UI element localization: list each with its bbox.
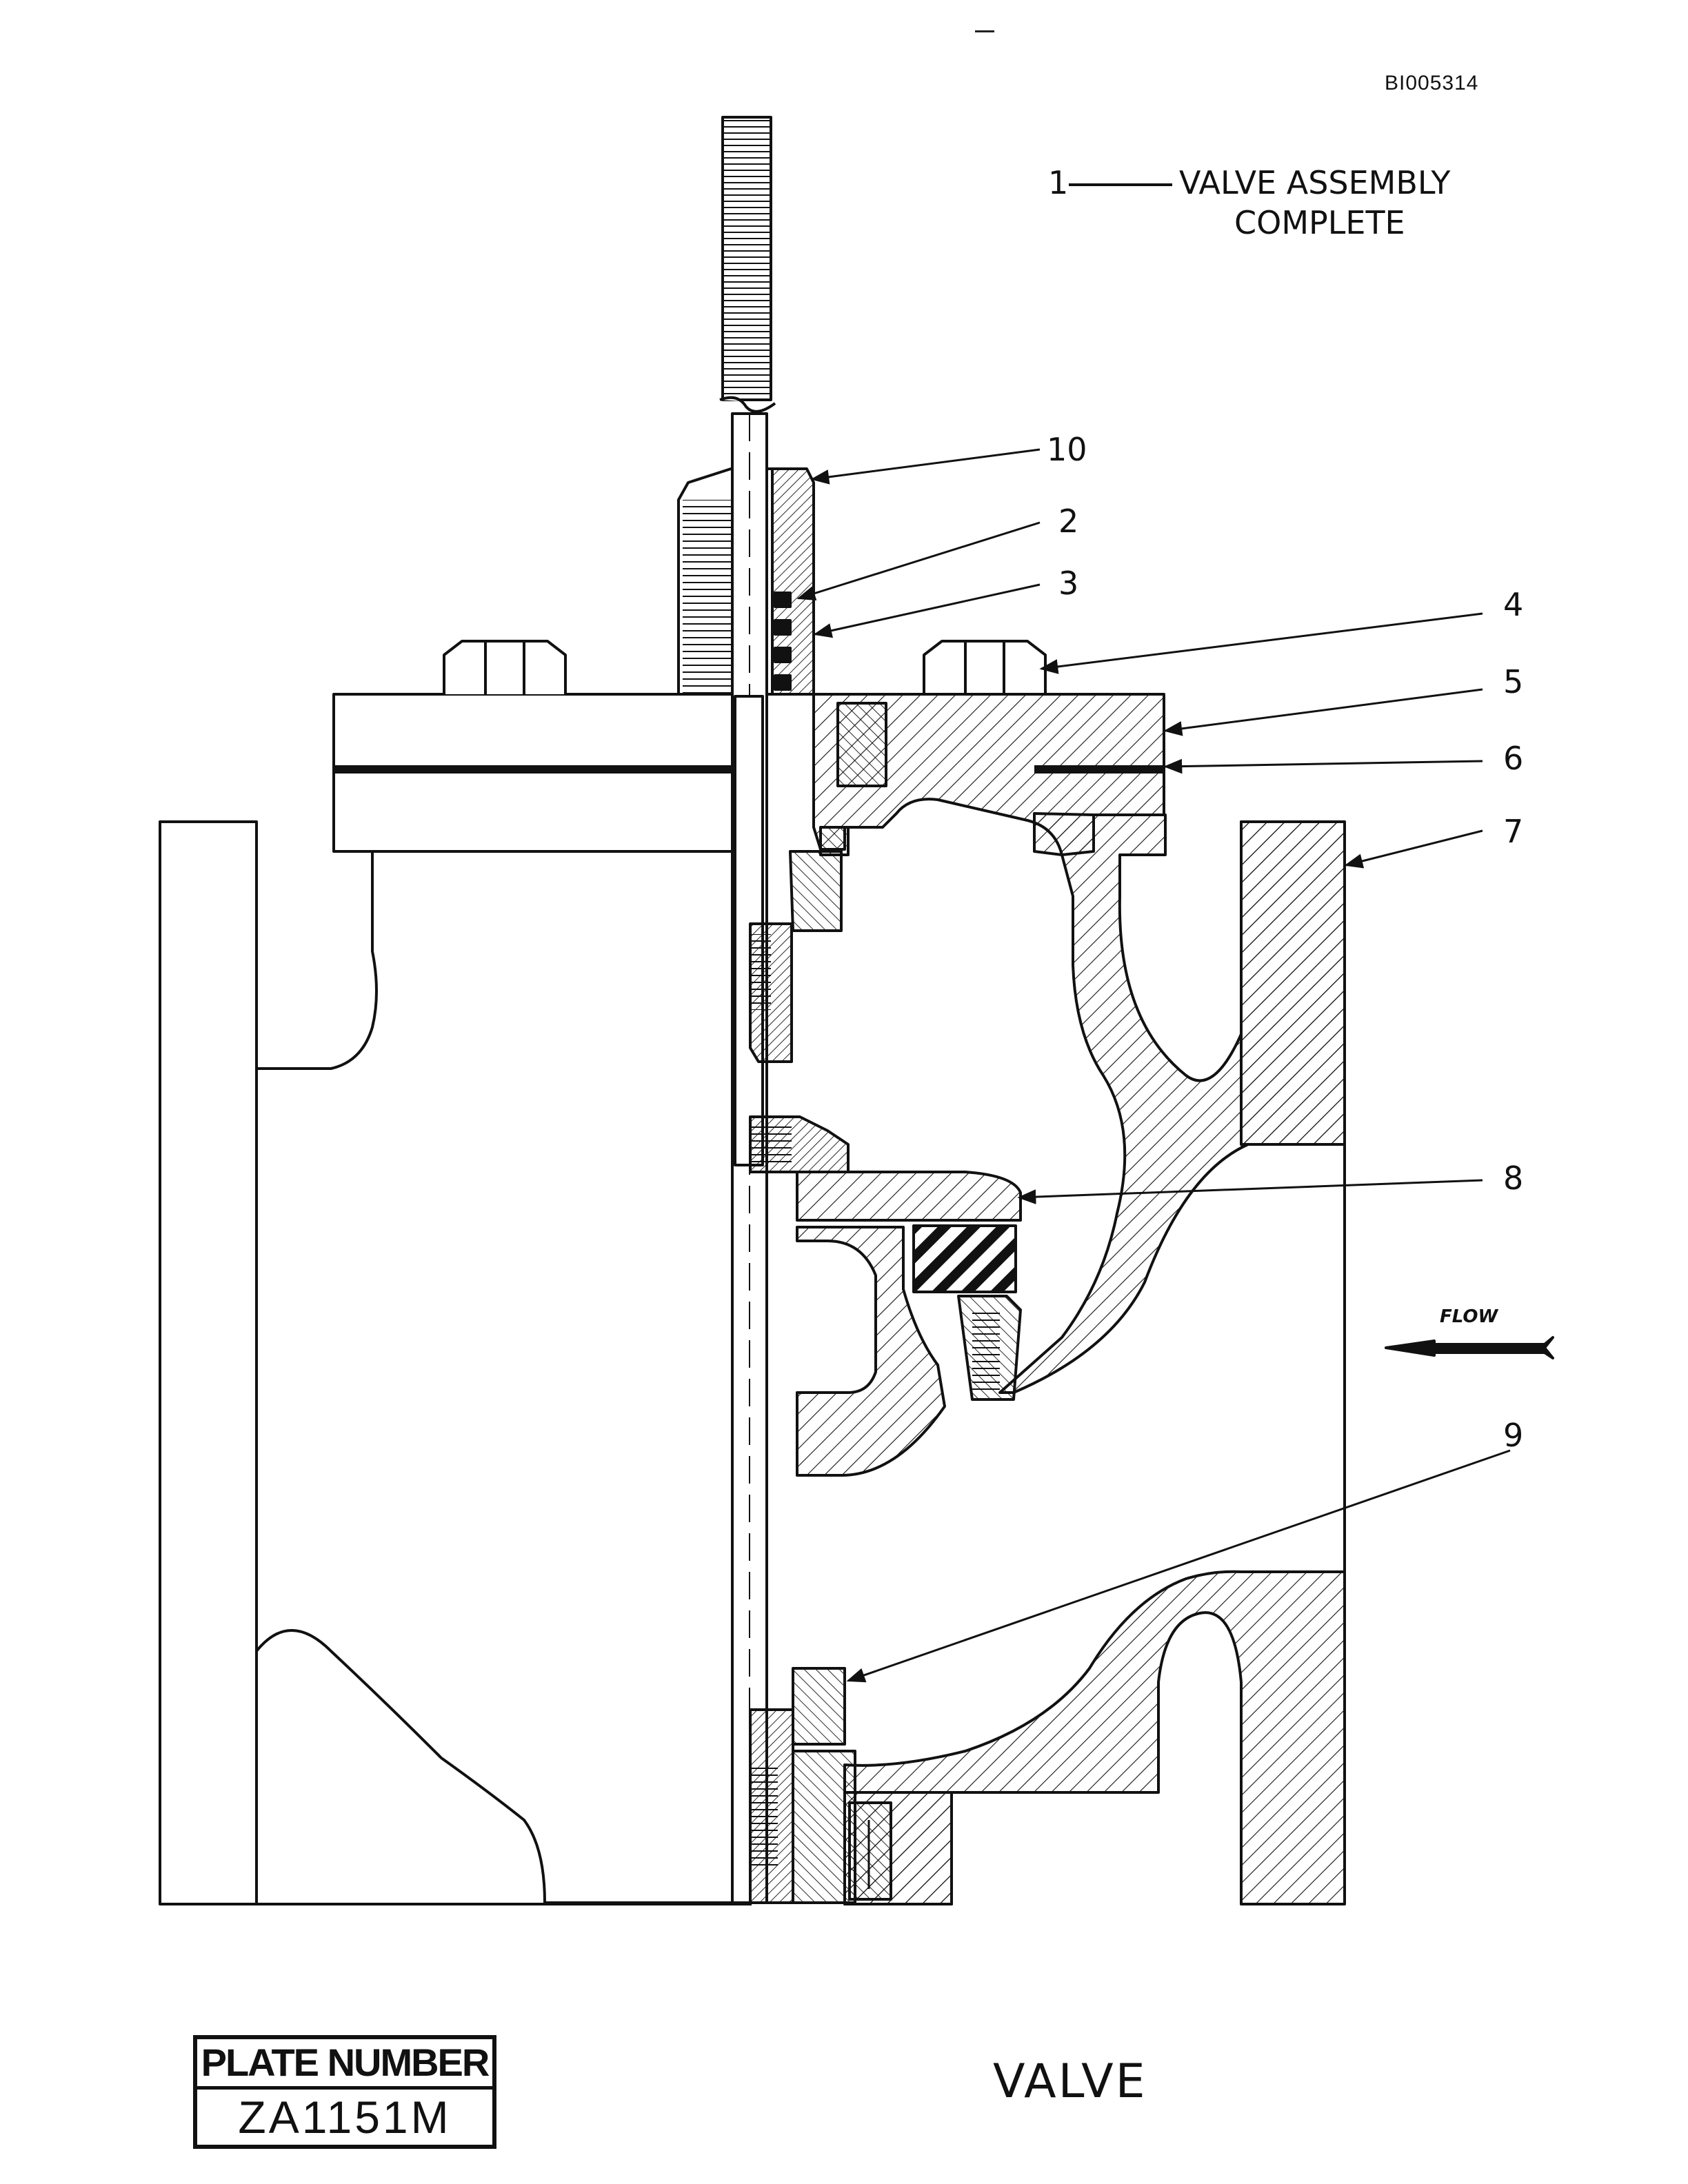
seat-ring	[957, 1295, 1022, 1401]
drawing-title: VALVE	[993, 2054, 1147, 2109]
flow-label: FLOW	[1440, 1306, 1499, 1327]
callout-4: 4	[1503, 586, 1523, 623]
packing-rings	[774, 592, 792, 691]
plate-number-box: PLATE NUMBER ZA1151M	[193, 2035, 496, 2149]
plate-number: ZA1151M	[238, 2092, 452, 2143]
bolt-head-left	[443, 640, 567, 694]
valve-body-right-flange-top	[1240, 820, 1346, 1146]
callout-2: 2	[1058, 503, 1078, 540]
plate-label: PLATE NUMBER	[197, 2039, 492, 2090]
bolt-head-right	[923, 640, 1047, 694]
stem-guide-lower	[749, 1667, 856, 1904]
legend-item-number: 1	[1048, 164, 1069, 201]
stem-guide-upper	[749, 850, 843, 1063]
callout-7: 7	[1503, 813, 1523, 850]
legend-leader-line	[1069, 183, 1172, 186]
callout-9: 9	[1503, 1417, 1523, 1454]
callout-8: 8	[1503, 1160, 1523, 1197]
legend-text-line2: COMPLETE	[1234, 204, 1405, 241]
callout-3: 3	[1058, 565, 1078, 602]
document-id: BI005314	[1385, 72, 1479, 94]
leader-lines	[796, 448, 1511, 1683]
callout-6: 6	[1503, 740, 1523, 777]
legend-text-line1: VALVE ASSEMBLY	[1179, 164, 1451, 201]
callout-10: 10	[1047, 431, 1087, 468]
bonnet-flange-left	[332, 693, 749, 853]
scan-mark	[975, 30, 994, 32]
disc-holder	[796, 1171, 1022, 1477]
rubber-seat-insert	[912, 1224, 1017, 1293]
valve-body-right-flange-bottom	[843, 1570, 1346, 1905]
valve-body-left-outline	[159, 820, 752, 1905]
flow-arrow-icon	[1385, 1336, 1554, 1359]
callout-5: 5	[1503, 663, 1523, 700]
disc-nut	[749, 1115, 850, 1173]
